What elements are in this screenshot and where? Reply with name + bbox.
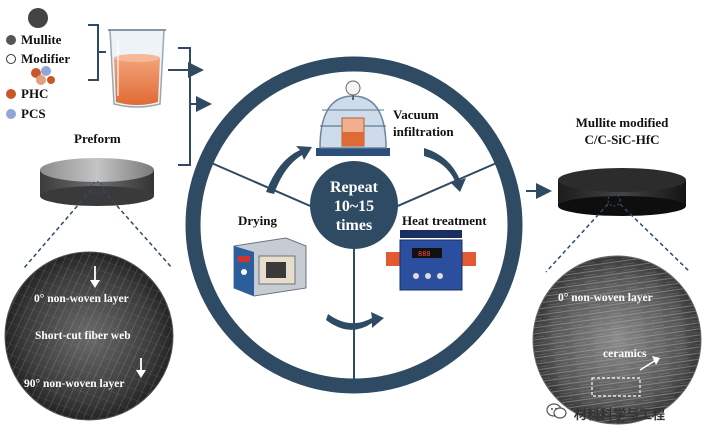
cycle-center-line1: Repeat [330, 179, 378, 196]
preform-sem-image [4, 251, 174, 421]
pcs-dot-icon [6, 109, 16, 119]
step-heat-label: Heat treatment [402, 213, 487, 228]
step-drying-label: Drying [238, 213, 277, 228]
step-vacuum-line2: infiltration [393, 124, 454, 139]
watermark-text: 材料科学与工程 [574, 408, 666, 423]
modifier-dot-icon [6, 54, 16, 64]
legend-mullite-row [6, 8, 48, 28]
beaker-icon [108, 29, 166, 108]
legend-pcs: PCS [6, 106, 46, 122]
cycle-center-text: Repeat 10~15 times [310, 178, 398, 235]
step-vacuum-label: Vacuum infiltration [393, 106, 454, 140]
legend-phc: PHC [6, 86, 48, 102]
preform-layer-bottom: 90° non-woven layer [24, 378, 125, 390]
legend-pcs-label: PCS [21, 106, 46, 121]
particle-cluster-icon [30, 66, 56, 91]
mullite-particle-icon [28, 8, 48, 28]
cycle-center [310, 161, 398, 249]
product-layer: 0° non-woven layer [558, 292, 653, 304]
cycle-center-line2: 10~15 [333, 198, 375, 215]
preform-web: Short-cut fiber web [35, 330, 131, 342]
furnace-icon: 888 [386, 230, 476, 291]
product-title-line1: Mullite modified [575, 115, 669, 130]
legend-bracket [88, 24, 106, 81]
cycle-arrows [266, 146, 466, 330]
legend-modifier: Modifier [6, 51, 70, 67]
cycle-center-line3: times [335, 217, 373, 234]
product-disk [558, 168, 686, 216]
watermark: 材料科学与工程 [546, 402, 665, 425]
product-ceramics: ceramics [603, 348, 647, 360]
step-vacuum-line1: Vacuum [393, 107, 439, 122]
preform-label: Preform [74, 131, 121, 146]
drying-oven-icon [233, 237, 307, 297]
mullite-dot-icon [6, 35, 16, 45]
preform-layer-top: 0° non-woven layer [34, 293, 129, 305]
legend-phc-label: PHC [21, 86, 49, 101]
legend-mullite: Mullite [6, 32, 61, 48]
vacuum-chamber-icon [316, 80, 390, 156]
product-title-line2: C/C-SiC-HfC [584, 132, 660, 147]
wechat-icon [546, 402, 568, 425]
legend-modifier-label: Modifier [21, 51, 71, 66]
product-sem-image [532, 255, 702, 425]
legend-mullite-label: Mullite [21, 32, 62, 47]
svg-text:888: 888 [418, 250, 431, 258]
phc-dot-icon [6, 89, 16, 99]
preform-disk [40, 158, 154, 206]
product-title: Mullite modified C/C-SiC-HfC [554, 114, 690, 148]
